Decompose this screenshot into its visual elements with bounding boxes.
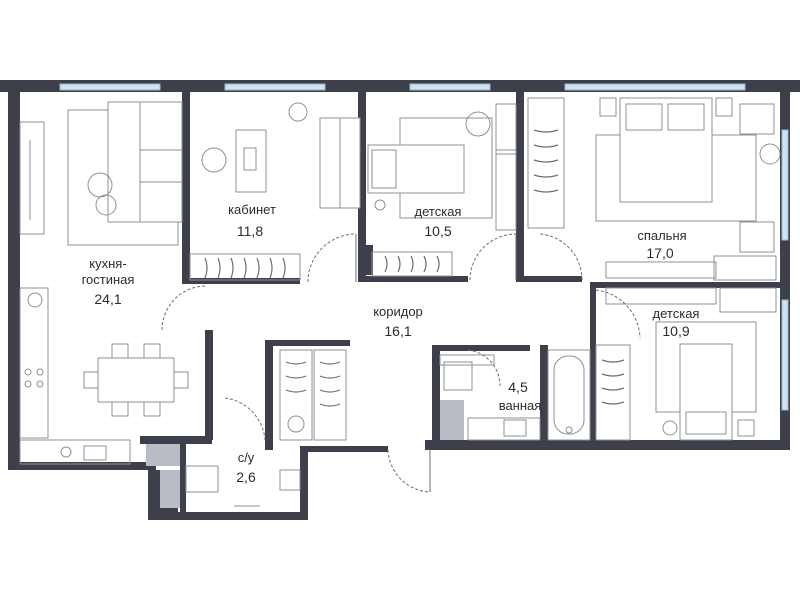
kids-room-1-furniture [367, 103, 517, 277]
room-area-bedroom: 17,0 [646, 245, 673, 261]
room-label-bedroom: спальня [637, 228, 686, 243]
room-label-kids-2: детская [653, 306, 700, 321]
kids-room-2-furniture [605, 287, 777, 441]
bathroom-furniture [439, 344, 631, 441]
room-area-bathroom: 4,5 [508, 379, 528, 395]
room-labels: кухня- гостиная 24,1 кабинет 11,8 детска… [82, 202, 700, 485]
kitchen-living-furniture [19, 101, 189, 465]
windows [59, 83, 789, 411]
bedroom-furniture [527, 97, 781, 281]
room-label-bathroom: ванная [499, 398, 542, 413]
room-label-office: кабинет [228, 202, 276, 217]
room-area-corridor: 16,1 [384, 323, 411, 339]
corridor-furniture [279, 349, 347, 441]
doors [161, 233, 641, 493]
office-furniture [189, 102, 361, 281]
room-label-corridor: коридор [373, 304, 423, 319]
room-label-kids-1: детская [415, 204, 462, 219]
room-label-wc: с/у [238, 450, 255, 465]
room-area-office: 11,8 [237, 223, 263, 239]
room-label-kitchen-line1: кухня- [89, 256, 126, 271]
room-label-kitchen-line2: гостиная [82, 272, 135, 287]
room-area-kids-1: 10,5 [424, 223, 451, 239]
wc-furniture [185, 465, 301, 507]
room-area-kitchen: 24,1 [94, 291, 121, 307]
walls [0, 80, 800, 520]
room-area-wc: 2,6 [236, 469, 256, 485]
room-area-kids-2: 10,9 [662, 323, 689, 339]
